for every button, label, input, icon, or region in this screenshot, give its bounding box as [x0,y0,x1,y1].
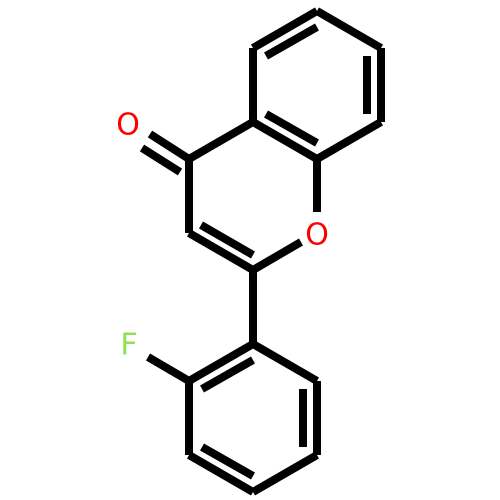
bond [314,118,384,163]
bond [314,7,384,52]
bond [250,7,320,52]
bond [250,118,320,163]
fluorine-label: F [120,328,137,363]
bond-inner [200,356,255,393]
bond-fluorine [145,353,192,385]
bond-inner [264,110,319,147]
bond [250,340,320,385]
bond [186,118,256,163]
bond-carbonyl [147,130,192,163]
bond [186,451,256,496]
bond [186,229,256,274]
carbonyl-oxygen-label: O [116,108,140,143]
bond-inner [264,23,319,60]
bond [250,451,320,496]
bond-carbonyl [139,144,183,176]
bond [250,238,304,274]
bond-inner [199,221,255,259]
bond [186,340,256,385]
bond-inner [200,443,255,480]
ring-oxygen-label: O [305,218,329,253]
